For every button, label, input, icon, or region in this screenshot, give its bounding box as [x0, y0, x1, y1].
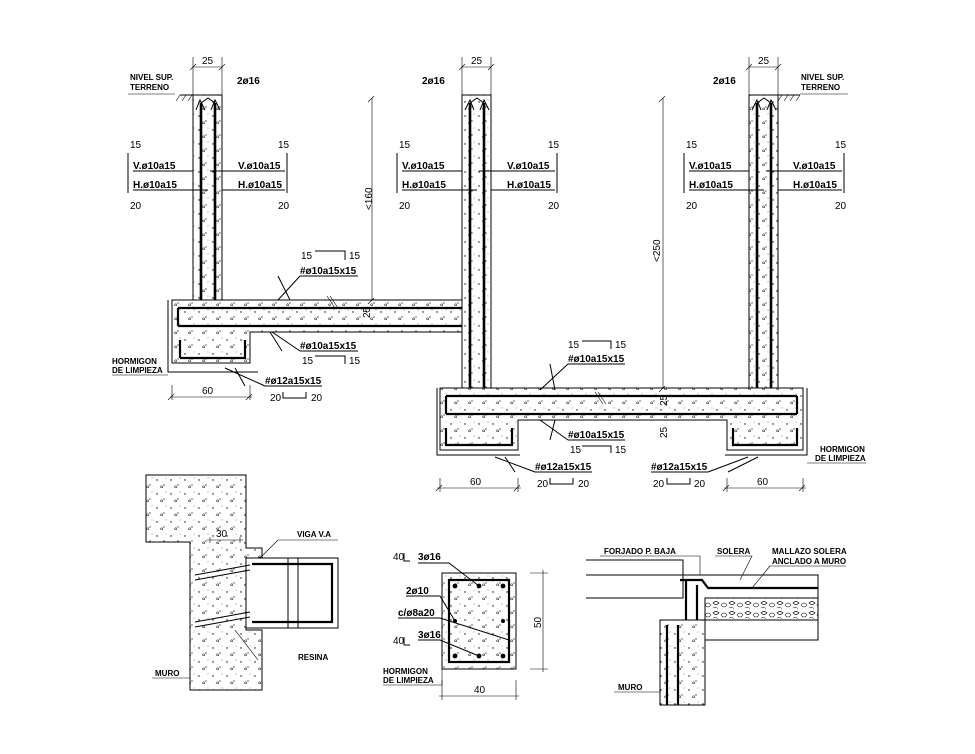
beam-dim: 30 [216, 529, 228, 540]
right-h-label-l: H.ø10a15 [689, 180, 733, 191]
right-lean-mesh-l: #ø12a15x15 [535, 462, 592, 473]
left-hook-bot-r: 20 [278, 201, 290, 212]
terrain-label-right-2: TERRENO [801, 83, 840, 92]
right-top-hook-l: 15 [568, 340, 580, 351]
detail-slab-wall: FORJADO P. BAJA SOLERA MALLAZO SOLERA AN… [586, 547, 847, 706]
right-lean-mesh-r: #ø12a15x15 [651, 462, 708, 473]
right-top-hook-r: 15 [615, 340, 627, 351]
slab-mallazo-2: ANCLADO A MURO [772, 557, 846, 566]
beam-muro: MURO [155, 669, 179, 678]
left-top-hook-l: 15 [301, 251, 313, 262]
left-lean-mesh: #ø12a15x15 [265, 376, 322, 387]
right-wall: 25 2ø16 NIVEL SUP. TERRENO 15 V.ø10a15 H… [683, 56, 848, 437]
right-wall-bars: 2ø16 [713, 76, 736, 87]
right-hook-bot-l: 20 [686, 201, 698, 212]
left-hook-top-r: 15 [278, 140, 290, 151]
right-h-label-r: H.ø10a15 [793, 180, 837, 191]
right-bot-hook-r: 15 [615, 445, 627, 456]
section-bot-bars: 3ø16 [418, 630, 441, 641]
height-left: <160 [364, 187, 375, 210]
left-bot-hook: 15 [302, 356, 314, 367]
section-mid-bars: 2ø10 [406, 586, 429, 597]
center-wall-width: 25 [471, 56, 483, 67]
hormigon-right-1: HORMIGON [820, 445, 865, 454]
right-bot-mesh: #ø10a15x15 [568, 430, 625, 441]
section-hormigon-1: HORMIGON [383, 667, 428, 676]
left-lean-hook-l: 20 [270, 393, 282, 404]
height-right: <250 [652, 239, 663, 262]
center-v-label-l: V.ø10a15 [402, 161, 445, 172]
right-width-l: 60 [470, 477, 482, 488]
center-h-label-l: H.ø10a15 [402, 180, 446, 191]
left-h-label-l: H.ø10a15 [133, 180, 177, 191]
section-stirrups: c/ø8a20 [398, 608, 435, 619]
right-hook-top-l: 15 [686, 140, 698, 151]
left-v-label-r: V.ø10a15 [238, 161, 281, 172]
center-hook-top-r: 15 [548, 140, 560, 151]
section-hook-top: 40 [393, 552, 405, 563]
right-hook-top-r: 15 [835, 140, 847, 151]
section-width: 40 [474, 685, 486, 696]
left-footing: 15 15 #ø10a15x15 25 #ø10a15x15 15 15 HOR… [112, 95, 484, 404]
section-top-bars: 3ø16 [418, 552, 441, 563]
left-bot-hook-r: 15 [349, 356, 361, 367]
center-hook-top-l: 15 [399, 140, 411, 151]
terrain-label-right-1: NIVEL SUP. [801, 73, 844, 82]
hormigon-right-2: DE LIMPIEZA [815, 454, 866, 463]
right-footing: 15 15 #ø10a15x15 25 25 #ø10a15x15 15 15 … [435, 95, 866, 492]
slab-forjado: FORJADO P. BAJA [604, 547, 676, 556]
left-lean-hook-r: 20 [311, 393, 323, 404]
right-bot-hook-l: 15 [570, 445, 582, 456]
right-hook-bot-r: 20 [835, 201, 847, 212]
center-wall: 25 2ø16 15 V.ø10a15 H.ø10a15 20 15 V.ø10… [396, 56, 560, 437]
left-hook-bot-l: 20 [130, 201, 142, 212]
right-lean-hook-rr: 20 [694, 479, 706, 490]
beam-title: VIGA V.A [297, 530, 331, 539]
center-h-label-r: H.ø10a15 [507, 180, 551, 191]
hormigon-left-2: DE LIMPIEZA [112, 366, 163, 375]
right-depth-top: 25 [659, 394, 670, 406]
right-v-label-l: V.ø10a15 [689, 161, 732, 172]
left-width: 60 [202, 386, 214, 397]
left-h-label-r: H.ø10a15 [238, 180, 282, 191]
right-top-mesh: #ø10a15x15 [568, 354, 625, 365]
section-hook-bot: 40 [393, 636, 405, 647]
slab-solera: SOLERA [717, 547, 751, 556]
right-lean-hook-ll: 20 [537, 479, 549, 490]
center-hook-bot-l: 20 [399, 201, 411, 212]
right-lean-hook-rl: 20 [653, 479, 665, 490]
left-top-hook-r: 15 [349, 251, 361, 262]
right-depth-bot: 25 [659, 426, 670, 438]
left-bot-mesh: #ø10a15x15 [300, 341, 357, 352]
center-wall-bars: 2ø16 [422, 76, 445, 87]
right-wall-width: 25 [758, 56, 770, 67]
section-height: 50 [533, 616, 544, 628]
left-depth: 25 [362, 306, 373, 318]
center-v-label-r: V.ø10a15 [507, 161, 550, 172]
left-wall-width: 25 [202, 56, 214, 67]
right-width-r: 60 [757, 477, 769, 488]
detail-beam-wall: 30 VIGA V.A RESINA MURO [145, 474, 339, 691]
right-lean-hook-lr: 20 [578, 479, 590, 490]
left-hook-top-l: 15 [130, 140, 142, 151]
center-hook-bot-r: 20 [548, 201, 560, 212]
section-hormigon-2: DE LIMPIEZA [383, 676, 434, 685]
left-wall-bars: 2ø16 [237, 76, 260, 87]
hormigon-left-1: HORMIGON [112, 357, 157, 366]
left-v-label-l: V.ø10a15 [133, 161, 176, 172]
left-top-mesh: #ø10a15x15 [300, 266, 357, 277]
terrain-label-left-1: NIVEL SUP. [130, 73, 173, 82]
beam-resina: RESINA [298, 653, 328, 662]
slab-muro: MURO [618, 683, 642, 692]
detail-section: 40 3ø16 2ø10 c/ø8a20 40 3ø16 HORMIGON DE… [383, 552, 548, 700]
slab-mallazo-1: MALLAZO SOLERA [772, 547, 847, 556]
terrain-label-left-2: TERRENO [130, 83, 169, 92]
right-v-label-r: V.ø10a15 [793, 161, 836, 172]
